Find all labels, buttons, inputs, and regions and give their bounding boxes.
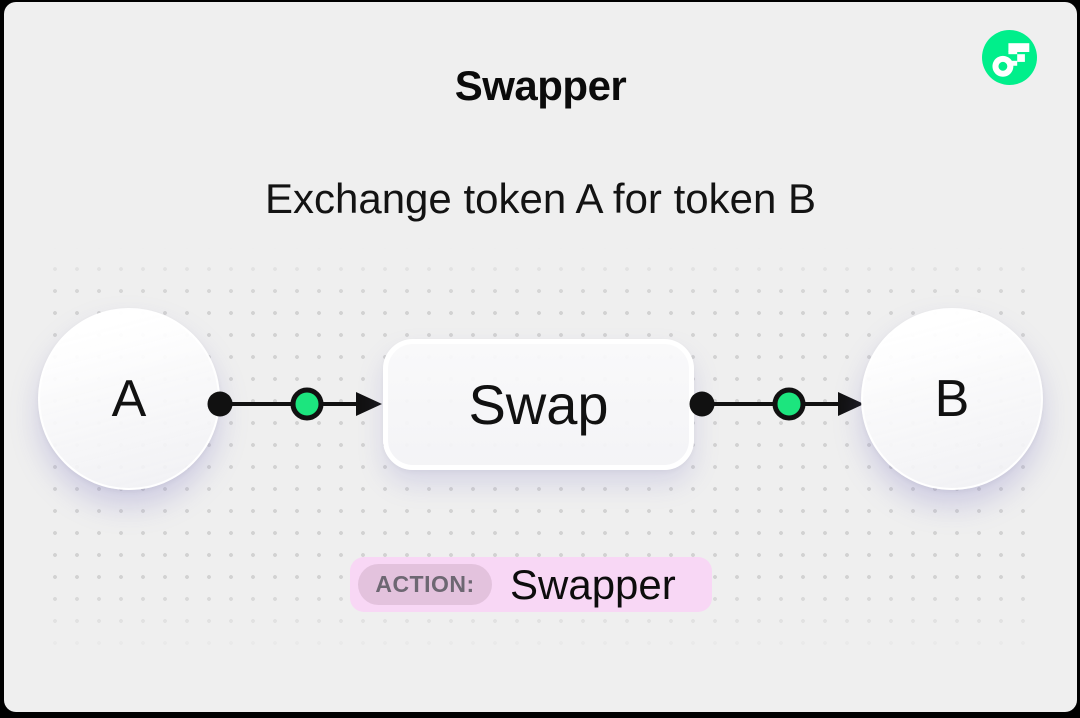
page-subtitle: Exchange token A for token B	[264, 175, 817, 222]
node-token-b: B	[861, 308, 1043, 490]
node-token-a: A	[38, 308, 220, 490]
connector-arrow-a-to-swap	[207, 387, 382, 421]
node-token-b-label: B	[934, 370, 970, 428]
diagram-card: Swapper Exchange token A for token B A S…	[4, 2, 1077, 712]
action-badge-label: ACTION:	[358, 564, 492, 605]
node-swap: Swap	[383, 339, 694, 470]
action-badge-value: Swapper	[510, 560, 676, 608]
node-swap-label: Swap	[468, 373, 609, 436]
connector-arrow-swap-to-b	[689, 387, 864, 421]
action-badge: ACTION: Swapper	[350, 557, 712, 612]
node-token-a-label: A	[111, 370, 147, 428]
flow-logo-icon	[982, 30, 1037, 85]
page-title: Swapper	[454, 62, 627, 109]
